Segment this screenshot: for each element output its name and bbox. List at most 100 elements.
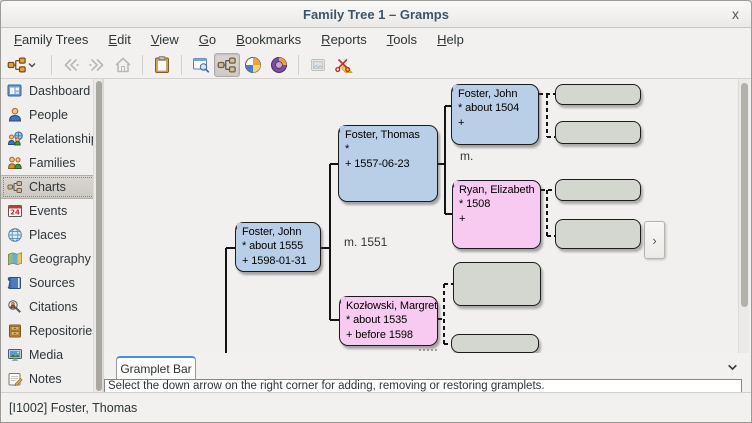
person-name: Foster, John — [242, 226, 302, 238]
empty-person-box[interactable] — [453, 262, 541, 306]
empty-person-box[interactable] — [555, 219, 641, 249]
sidebar-item-repositories[interactable]: Repositories — [1, 319, 102, 343]
sidebar-item-media[interactable]: Media — [1, 343, 102, 367]
configure-view-button[interactable] — [188, 53, 214, 77]
book-icon — [7, 277, 21, 290]
menu-tools[interactable]: Tools — [386, 32, 418, 47]
title-bar: Family Tree 1 – Gramps x — [1, 1, 751, 28]
sidebar-item-events[interactable]: 24 Events — [1, 199, 102, 223]
person-box[interactable]: Foster, John* about 1504+ — [451, 84, 539, 145]
fold-corner-decoration — [452, 180, 461, 189]
person-name: Kozłowski, Margret — [346, 300, 438, 312]
gramplet-bar-tab[interactable]: Gramplet Bar — [116, 356, 196, 379]
svg-text:24: 24 — [10, 209, 20, 217]
map-icon — [8, 252, 22, 266]
canvas-scrollbar[interactable] — [738, 79, 749, 353]
menu-view[interactable]: View — [150, 32, 179, 47]
sidebar-item-charts[interactable]: Charts — [1, 175, 102, 199]
menu-edit[interactable]: Edit — [108, 32, 131, 47]
sidebar-item-notes[interactable]: Notes — [1, 367, 102, 391]
menu-help[interactable]: Help — [437, 32, 464, 47]
menu-family-trees[interactable]: Family Trees — [14, 32, 89, 47]
person-death: + 1557-06-23 — [345, 157, 410, 170]
sidebar-item-places[interactable]: Places — [1, 223, 102, 247]
toolbar-separator — [51, 54, 52, 75]
menu-bar: Family Trees Edit View Go Bookmarks Repo… — [1, 29, 751, 51]
person-name: Ryan, Elizabeth — [459, 184, 535, 196]
sidebar-item-people[interactable]: People — [1, 103, 102, 127]
reports-button[interactable] — [331, 53, 357, 77]
close-icon[interactable]: x — [732, 6, 739, 22]
menu-bookmarks[interactable]: Bookmarks — [236, 32, 302, 47]
status-text: [I1002] Foster, Thomas — [9, 400, 138, 415]
marriage-label: m. 1551 — [344, 235, 388, 249]
pane-splitter[interactable] — [102, 79, 104, 393]
image-icon — [311, 58, 325, 71]
fold-corner-decoration — [339, 296, 348, 305]
relationships-icon — [7, 131, 23, 146]
person-box[interactable]: Ryan, Elizabeth* 1508+ — [452, 180, 541, 249]
menu-reports[interactable]: Reports — [321, 32, 367, 47]
person-birth: * — [345, 143, 350, 156]
clipboard-button[interactable] — [149, 53, 175, 77]
configure-view-icon — [193, 57, 210, 73]
note-icon — [8, 373, 23, 386]
person-birth: * about 1555 — [242, 240, 304, 253]
sidebar-item-dashboard[interactable]: Dashboard — [1, 79, 102, 103]
repository-icon — [9, 324, 21, 338]
category-sidebar: Dashboard People Relationships Families … — [1, 79, 104, 393]
sidebar-item-label: Events — [29, 204, 68, 218]
forward-icon — [89, 58, 104, 71]
sidebar-item-families[interactable]: Families — [1, 151, 102, 175]
fan-chart-view-button[interactable] — [240, 53, 266, 77]
full-fan-chart-view-button[interactable] — [266, 53, 292, 77]
sidebar-item-label: Families — [29, 156, 76, 170]
sidebar-item-citations[interactable]: Citations — [1, 295, 102, 319]
person-death: + 1598-01-31 — [242, 254, 307, 267]
media-button — [305, 53, 331, 77]
full-fan-chart-icon — [271, 56, 287, 73]
empty-person-box[interactable] — [555, 121, 641, 144]
menu-go[interactable]: Go — [198, 32, 217, 47]
scissors-icon — [335, 58, 353, 73]
pedigree-view-button[interactable] — [214, 52, 240, 77]
expand-tree-button[interactable]: › — [644, 221, 665, 259]
back-button — [58, 53, 84, 77]
toolbar-separator — [142, 54, 143, 75]
home-button — [110, 53, 136, 77]
sidebar-item-label: Places — [29, 228, 67, 242]
sidebar-item-label: Geography — [29, 252, 91, 266]
person-birth: * about 1504 — [458, 102, 520, 115]
empty-person-box[interactable] — [555, 84, 641, 105]
empty-person-box[interactable] — [451, 334, 539, 353]
sidebar-item-relationships[interactable]: Relationships — [1, 127, 104, 151]
chart-connectors — [225, 93, 555, 353]
person-death: + — [459, 212, 466, 225]
gramplet-options-chevron-down-icon[interactable] — [726, 361, 739, 374]
fold-corner-decoration — [451, 84, 460, 93]
person-box[interactable]: Foster, Thomas*+ 1557-06-23 — [338, 125, 438, 202]
back-icon — [64, 58, 79, 71]
active-person-menu-button[interactable] — [5, 53, 45, 77]
fan-chart-icon — [245, 56, 261, 73]
person-birth: * about 1535 — [346, 314, 408, 327]
canvas-scrollbar-thumb[interactable] — [741, 83, 748, 307]
person-icon — [8, 107, 22, 122]
chevron-down-icon — [28, 62, 36, 67]
sidebar-scrollbar-thumb[interactable] — [95, 81, 102, 391]
sidebar-scrollbar[interactable] — [93, 79, 102, 393]
empty-person-box[interactable] — [555, 179, 641, 201]
gramplet-tab-row: Gramplet Bar — [104, 356, 749, 379]
sidebar-item-geography[interactable]: Geography — [1, 247, 102, 271]
forward-button — [84, 53, 110, 77]
calendar-icon: 24 — [8, 205, 22, 217]
pedigree-icon — [7, 55, 27, 75]
person-box[interactable]: Foster, John * about 1555+ 1598-01-31 — [235, 222, 321, 272]
person-box[interactable]: Kozłowski, Margret* about 1535+ before 1… — [339, 296, 438, 346]
sidebar-item-sources[interactable]: Sources — [1, 271, 102, 295]
collapsed-children-indicator — [419, 349, 437, 351]
home-icon — [115, 57, 131, 72]
tool-bar — [1, 51, 751, 79]
